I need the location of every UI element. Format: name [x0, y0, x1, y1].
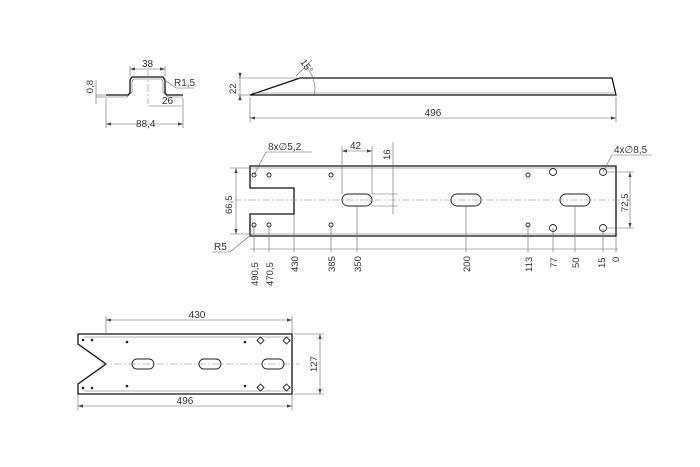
dim-thickness: 0,8 [85, 80, 96, 93]
ordinate-label: 0 [611, 257, 622, 262]
dim-inner-height: 66,5 [224, 196, 235, 215]
bottom-view: 430 127 496 [77, 310, 324, 410]
dim-top-width: 38 [142, 59, 154, 70]
dim-slot-width: 16 [382, 149, 393, 160]
dim-bend-radius: R1,5 [174, 78, 196, 89]
dim-bottom-top-length: 430 [189, 310, 206, 321]
slot [198, 358, 222, 370]
label-small-holes: 8x∅5,2 [268, 142, 302, 153]
ordinate-label: 350 [353, 256, 364, 272]
dim-bottom-total-length: 496 [177, 396, 194, 407]
dim-side-length: 496 [425, 108, 442, 119]
section-profile [106, 76, 183, 96]
ordinate-label: 385 [327, 256, 338, 272]
ordinate-label: 470,5 [265, 262, 276, 286]
dim-side-angle: 15° [298, 57, 315, 75]
ordinate-label: 50 [571, 257, 582, 268]
dim-offset: 26 [162, 96, 174, 107]
slot [131, 358, 155, 370]
arrowheads [78, 67, 632, 408]
ordinate-label: 15 [597, 257, 608, 268]
slot [261, 358, 285, 370]
plan-outline [249, 165, 617, 237]
ordinate-label: 77 [549, 257, 560, 268]
side-view: 22 15° 496 [228, 57, 617, 122]
ordinate-label: 113 [524, 257, 535, 272]
dim-side-height: 22 [228, 83, 239, 94]
large-hole [549, 168, 557, 176]
ordinate-label: 200 [462, 256, 473, 272]
small-hole [328, 172, 334, 178]
section-view: 38 0,8 R1,5 26 88,4 [85, 59, 196, 130]
dim-corner-radius: R5 [214, 242, 227, 253]
dim-hole-spacing: 72,5 [620, 194, 631, 213]
dim-flange-width: 88,4 [136, 119, 156, 130]
side-profile [249, 77, 617, 96]
small-hole [251, 172, 257, 178]
dim-slot-length: 42 [350, 141, 362, 152]
dim-bottom-width: 127 [309, 356, 320, 372]
label-large-holes: 4x∅8,5 [614, 145, 648, 156]
bottom-outline [77, 333, 293, 395]
plan-view: 8x∅5,2 4x∅8,5 42 16 66,5 72,5 R5 [212, 141, 652, 286]
small-hole [266, 172, 272, 178]
ordinate-label: 430 [290, 256, 301, 272]
small-hole [525, 172, 531, 178]
ordinate-dimensions: 490,5 470,5 430 385 350 200 113 77 50 15… [250, 206, 622, 286]
ordinate-label: 490,5 [250, 262, 261, 286]
